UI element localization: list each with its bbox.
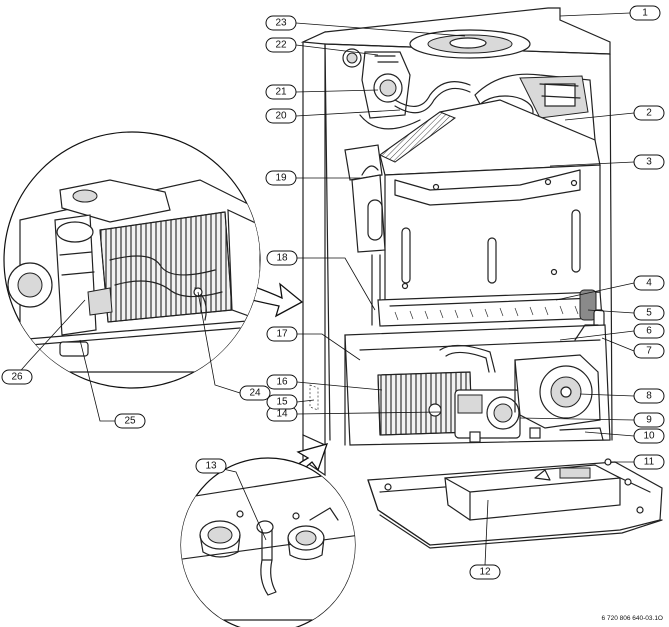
callout-label: 20 bbox=[275, 111, 287, 122]
callout-label: 12 bbox=[479, 567, 491, 578]
callout-label: 4 bbox=[646, 278, 652, 289]
callout-24: 24 bbox=[239, 385, 271, 401]
callout-15: 15 bbox=[266, 394, 298, 410]
callout-label: 15 bbox=[276, 397, 288, 408]
callout-1: 1 bbox=[629, 5, 661, 21]
callout-label: 24 bbox=[249, 388, 261, 399]
callout-label: 6 bbox=[646, 326, 652, 337]
control-panel bbox=[367, 458, 663, 549]
callout-16: 16 bbox=[266, 374, 298, 390]
callout-label: 10 bbox=[643, 431, 655, 442]
callout-6: 6 bbox=[633, 323, 665, 339]
callout-label: 3 bbox=[646, 157, 652, 168]
callout-26: 26 bbox=[1, 369, 33, 385]
callout-label: 17 bbox=[276, 329, 288, 340]
callout-19: 19 bbox=[265, 170, 297, 186]
callout-label: 5 bbox=[646, 308, 652, 319]
callout-7: 7 bbox=[633, 343, 665, 359]
callout-label: 23 bbox=[275, 18, 287, 29]
callout-label: 11 bbox=[644, 457, 655, 468]
callout-label: 16 bbox=[276, 377, 288, 388]
detail-inset-heat-exchanger bbox=[3, 131, 261, 389]
callout-label: 14 bbox=[276, 409, 288, 420]
lower-section bbox=[344, 324, 611, 446]
callout-5: 5 bbox=[633, 305, 665, 321]
callout-8: 8 bbox=[633, 388, 665, 404]
callout-10: 10 bbox=[633, 428, 665, 444]
callout-18: 18 bbox=[266, 250, 298, 266]
callout-label: 7 bbox=[646, 346, 652, 357]
callout-25: 25 bbox=[114, 413, 146, 429]
callout-label: 19 bbox=[275, 173, 287, 184]
callout-label: 25 bbox=[124, 416, 136, 427]
document-reference: 6 720 806 640-03.1O bbox=[601, 615, 663, 622]
callout-label: 2 bbox=[646, 108, 652, 119]
left-pipework bbox=[344, 144, 386, 326]
callout-label: 8 bbox=[646, 391, 652, 402]
callout-label: 21 bbox=[275, 87, 287, 98]
callout-label: 1 bbox=[642, 8, 648, 19]
callout-2: 2 bbox=[633, 105, 665, 121]
callout-12: 12 bbox=[469, 564, 501, 580]
callout-label: 26 bbox=[11, 372, 23, 383]
callout-3: 3 bbox=[633, 154, 665, 170]
callout-22: 22 bbox=[265, 37, 297, 53]
callout-label: 9 bbox=[646, 415, 652, 426]
callout-4: 4 bbox=[633, 275, 665, 291]
boiler-casing bbox=[300, 7, 613, 446]
combustion-chamber bbox=[379, 99, 601, 306]
callout-13: 13 bbox=[195, 458, 227, 474]
callout-label: 18 bbox=[276, 253, 288, 264]
callout-17: 17 bbox=[266, 326, 298, 342]
callout-label: 22 bbox=[275, 40, 287, 51]
callout-11: 11 bbox=[633, 454, 665, 470]
callout-20: 20 bbox=[265, 108, 297, 124]
callout-21: 21 bbox=[265, 84, 297, 100]
callout-23: 23 bbox=[265, 15, 297, 31]
callout-9: 9 bbox=[633, 412, 665, 428]
detail-inset-connections bbox=[180, 457, 356, 627]
callout-label: 13 bbox=[205, 461, 217, 472]
pressure-switch bbox=[359, 51, 471, 130]
